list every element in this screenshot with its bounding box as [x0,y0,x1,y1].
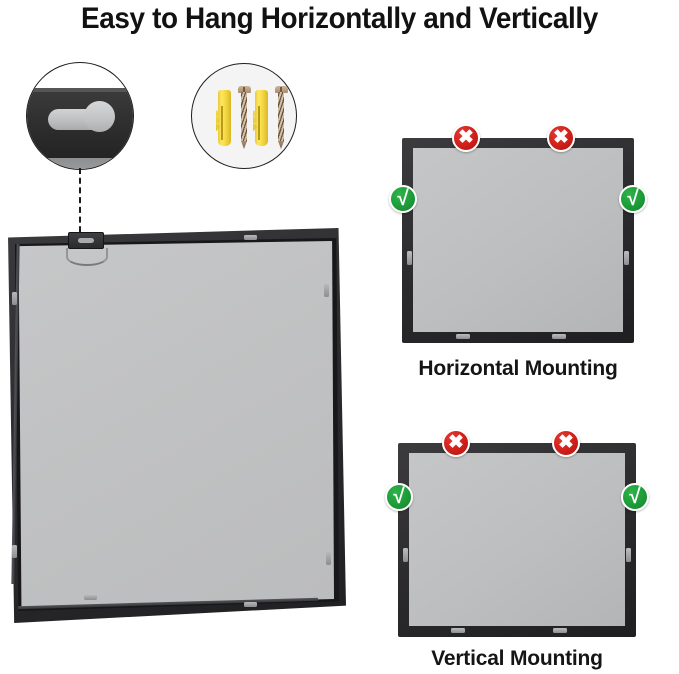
hanger-plate-base [27,158,133,169]
keyhole-hanger [68,232,104,249]
callout-leader-line [79,168,81,242]
page-title: Easy to Hang Horizontally and Vertically [81,2,598,35]
frame-clip [451,628,465,633]
screw-tip [278,141,284,149]
wall-anchor-icon [218,90,231,146]
close-icon: ✖ [448,431,464,453]
diagram-horizontal-mounting: ✖ ✖ √ √ [389,124,647,343]
frame-clip [624,251,629,265]
badge-incorrect-top-left: ✖ [452,124,480,152]
check-icon: √ [627,186,639,210]
keyhole-hanger-shadow [66,248,108,266]
wall-anchors-and-screws-closeup [191,63,297,169]
badge-correct-left: √ [389,185,417,213]
frame-backing-board [18,241,334,607]
check-icon: √ [397,186,409,210]
badge-correct-left: √ [385,483,413,511]
diagram-vertical-mounting: ✖ ✖ √ √ [385,429,649,637]
screw-head [237,86,251,93]
badge-correct-right: √ [619,185,647,213]
frame-clip [326,552,331,565]
label-vertical-mounting: Vertical Mounting [431,647,603,670]
badge-incorrect-top-right: ✖ [547,124,575,152]
frame-clip [244,235,257,240]
picture-frame-back-view [6,228,346,623]
frame-clip [244,602,257,607]
close-icon: ✖ [458,126,474,148]
frame-clip [626,548,631,562]
frame-clip [407,251,412,265]
badge-correct-right: √ [621,483,649,511]
screw-icon [274,86,288,149]
badge-incorrect-top-left: ✖ [442,429,470,457]
wall-anchor-icon [255,90,268,146]
frame-clip [12,292,17,305]
check-icon: √ [393,484,405,508]
check-icon: √ [629,484,641,508]
keyhole-hanger-closeup [26,62,134,170]
keyhole-hole-icon [84,101,115,132]
frame-backing-board [409,453,625,626]
frame-clip [456,334,470,339]
frame-clip [553,628,567,633]
close-icon: ✖ [553,126,569,148]
frame-clip [12,545,17,558]
screw-head [274,86,288,93]
label-horizontal-mounting: Horizontal Mounting [418,357,618,380]
frame-clip [403,548,408,562]
badge-incorrect-top-right: ✖ [552,429,580,457]
screw-shaft [241,92,247,142]
screw-icon [237,86,251,149]
frame-clip [324,284,329,297]
frame-clip [552,334,566,339]
close-icon: ✖ [558,431,574,453]
screw-tip [241,141,247,149]
frame-clip [84,595,97,600]
screw-shaft [278,92,284,142]
frame-backing-board [413,148,623,332]
